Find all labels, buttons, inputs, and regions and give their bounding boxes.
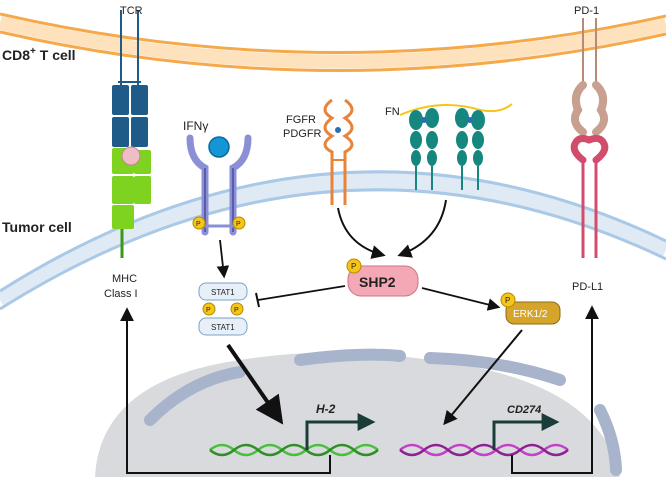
ifngr-to-stat1-arrow bbox=[216, 239, 230, 279]
pdl1-label: PD-L1 bbox=[572, 281, 603, 293]
svg-text:STAT1: STAT1 bbox=[211, 323, 235, 332]
fn-integrin bbox=[399, 103, 513, 190]
shp2-inhibits-stat1 bbox=[257, 285, 346, 301]
fgfr-label: FGFR bbox=[286, 114, 316, 126]
erk-to-cd274-arrow bbox=[443, 329, 523, 426]
svg-text:P: P bbox=[234, 307, 239, 314]
pdl1-ligand bbox=[570, 134, 609, 258]
h2-dna bbox=[209, 413, 379, 457]
pd1-receptor bbox=[570, 18, 609, 136]
cd274-to-pdl1-arrow bbox=[511, 305, 599, 474]
cd274-dna bbox=[399, 413, 569, 457]
svg-text:STAT1: STAT1 bbox=[211, 288, 235, 297]
stat1-dimer: STAT1 P P STAT1 bbox=[198, 282, 248, 336]
ifng-receptor: P P bbox=[186, 134, 252, 236]
tumor-cell-label: Tumor cell bbox=[2, 219, 72, 235]
svg-text:P: P bbox=[505, 296, 510, 305]
pd1-label: PD-1 bbox=[574, 5, 599, 17]
stat1-to-h2-arrow bbox=[226, 343, 284, 425]
h2-to-mhc-arrow bbox=[120, 307, 331, 474]
tcr-label: TCR bbox=[120, 5, 143, 17]
nucleus bbox=[95, 348, 622, 477]
tcr-receptor bbox=[112, 10, 148, 147]
erk-node: P ERK1/2 bbox=[500, 292, 561, 325]
svg-text:ERK1/2: ERK1/2 bbox=[513, 309, 548, 320]
mhc-label-1: MHC bbox=[112, 273, 137, 285]
svg-text:P: P bbox=[351, 262, 356, 271]
inhibition-bar bbox=[255, 292, 260, 308]
fgfr-to-shp2-arrow bbox=[337, 207, 386, 259]
fn-to-shp2-arrow bbox=[397, 199, 447, 258]
svg-text:P: P bbox=[196, 221, 201, 228]
shp2-node: P SHP2 bbox=[346, 258, 419, 297]
svg-text:P: P bbox=[236, 221, 241, 228]
fgfr-pdgfr-receptor bbox=[323, 98, 354, 205]
pdgfr-label: PDGFR bbox=[283, 128, 322, 140]
t-cell-membrane bbox=[0, 12, 666, 72]
cd274-gene-label: CD274 bbox=[507, 404, 541, 416]
ifng-label: IFNγ bbox=[183, 119, 208, 133]
t-cell-label: CD8+ T cell bbox=[2, 46, 76, 63]
svg-text:SHP2: SHP2 bbox=[359, 274, 396, 290]
mhc-label-2: Class I bbox=[104, 288, 138, 300]
svg-text:P: P bbox=[206, 307, 211, 314]
mhc-class-i bbox=[112, 146, 151, 258]
fn-label: FN bbox=[385, 106, 400, 118]
h2-gene-label: H-2 bbox=[316, 402, 336, 416]
shp2-to-erk-arrow bbox=[421, 287, 501, 311]
